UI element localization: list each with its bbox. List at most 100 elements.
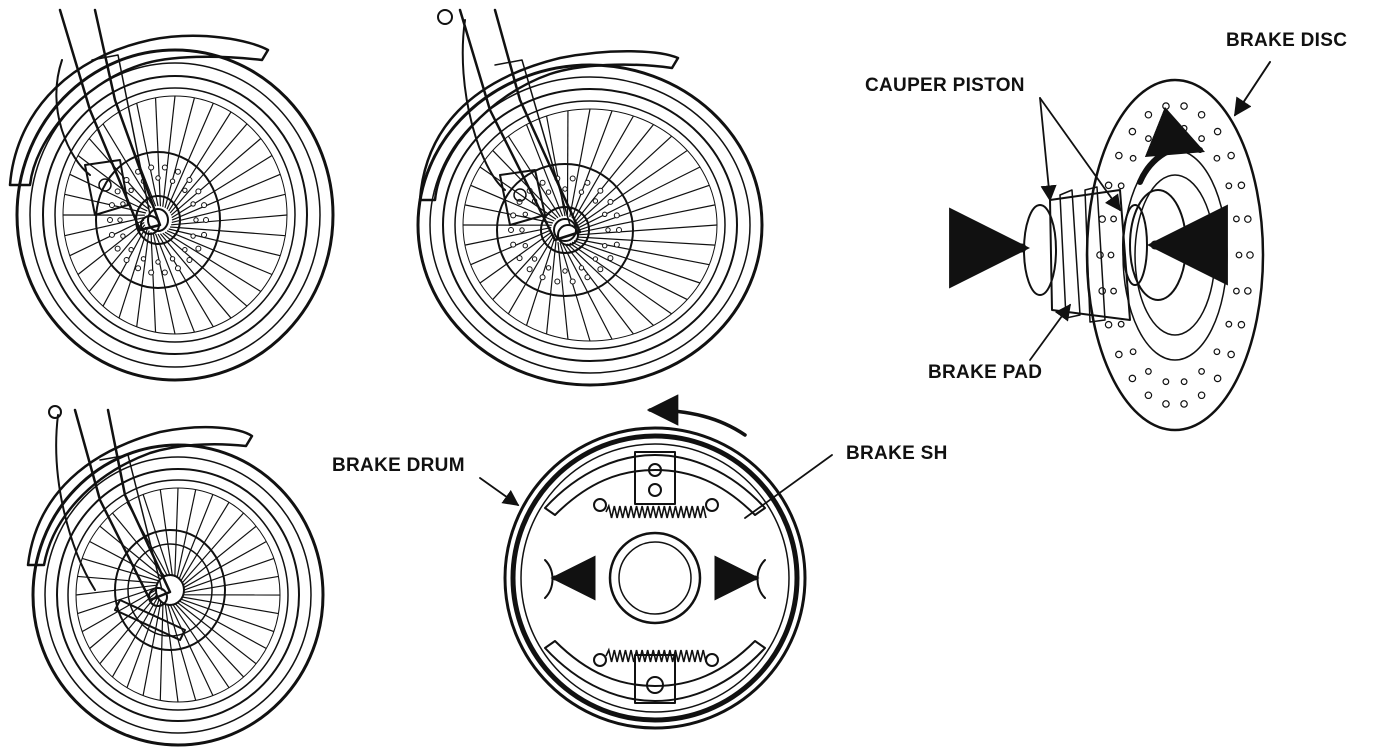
spoke [573,240,701,284]
disc-hole [1110,287,1117,295]
leader-lines [479,61,1271,519]
caliper-piston-label: CAUPER PISTON [865,75,1025,96]
spoke [166,102,214,210]
disc-hole [554,278,561,285]
disc-hole [1104,320,1113,329]
spoke [525,238,555,326]
disc-hole [120,233,126,239]
spoke [181,512,245,584]
spoke [164,231,262,293]
brake-drum-label: BRAKE DRUM [332,455,465,476]
disc-hole [1110,215,1117,223]
spoke [164,603,179,703]
spoke [564,243,634,335]
disc-hole [519,227,525,233]
disc-hole [1244,215,1252,223]
spoke [77,575,158,584]
disc-hole [140,256,147,262]
spoke [470,229,552,266]
disc-hole [597,266,604,273]
spoke [492,150,559,219]
disc-hole [539,274,546,281]
disc-hole [174,168,181,175]
disc-hole [1180,378,1188,386]
spoke [168,111,232,212]
disc-hole [602,242,608,249]
disc-hole [1180,124,1188,132]
disc-brake-wheel-icon [8,8,335,382]
spoke [166,230,273,276]
spoke [479,231,552,284]
disc-hole [161,269,168,276]
disc-hole [607,198,614,205]
disc-hole [1104,181,1113,190]
spoke [154,233,196,333]
disc-hole [1237,181,1246,190]
spoke [81,557,160,582]
spoke [64,216,145,237]
spoke [136,230,150,327]
disc-hole [613,241,620,248]
disc-hole [1225,320,1233,328]
disc-hole [135,265,142,272]
disc-hole [1227,151,1235,160]
spoke [171,193,286,224]
disc-hole [1198,368,1205,375]
disc-hole [1115,151,1123,160]
spoke [159,489,174,577]
spoke [180,502,230,582]
spoke [88,138,152,209]
disc-hole [1129,154,1137,162]
disc-hole [1213,374,1222,383]
spoke [507,135,561,218]
spoke [573,115,634,220]
disc-hole [195,188,202,195]
spoke [492,234,553,300]
spoke [464,226,552,246]
disc-hole [1162,102,1170,110]
spoke [77,586,157,615]
disc-hole [107,217,113,223]
disc-hole [602,211,608,218]
disc-hole [569,278,576,285]
disc-hole [1235,251,1243,259]
disc-hole [1162,400,1170,408]
disc-hole [1180,400,1188,408]
disc-hole [1098,215,1106,223]
disc-hole [1197,391,1206,400]
disc-hole [510,241,517,248]
disc-hole [1128,374,1137,383]
disc-hole [592,198,599,204]
spoke [507,236,554,315]
spoke [118,228,148,319]
spoke [69,173,148,212]
spoke [183,540,267,589]
disc-hole [1144,110,1153,119]
disc-hole [148,269,155,276]
disc-hole [1225,182,1233,190]
return-spring [605,503,707,519]
disc-hole [201,231,208,238]
spoke [152,233,176,335]
disc-hole [186,176,193,183]
disc-hole [128,246,134,253]
spoke [178,600,267,650]
spoke [180,598,275,633]
spoke [183,575,279,594]
disc-hole [616,227,622,233]
disc-hole [522,211,528,218]
drum-brake-wheel-icon [26,405,325,747]
spoke [182,525,257,586]
spoke [88,224,146,292]
spoke [176,601,257,665]
disc-hole [1128,127,1137,136]
disc-hole [1162,378,1170,386]
disc-hole [508,227,514,233]
spoke [174,602,245,678]
spoke [171,214,288,226]
disc-hole [169,256,176,262]
disc-hole [1129,348,1137,356]
disc-hole [1233,287,1240,295]
spoke [171,154,273,219]
